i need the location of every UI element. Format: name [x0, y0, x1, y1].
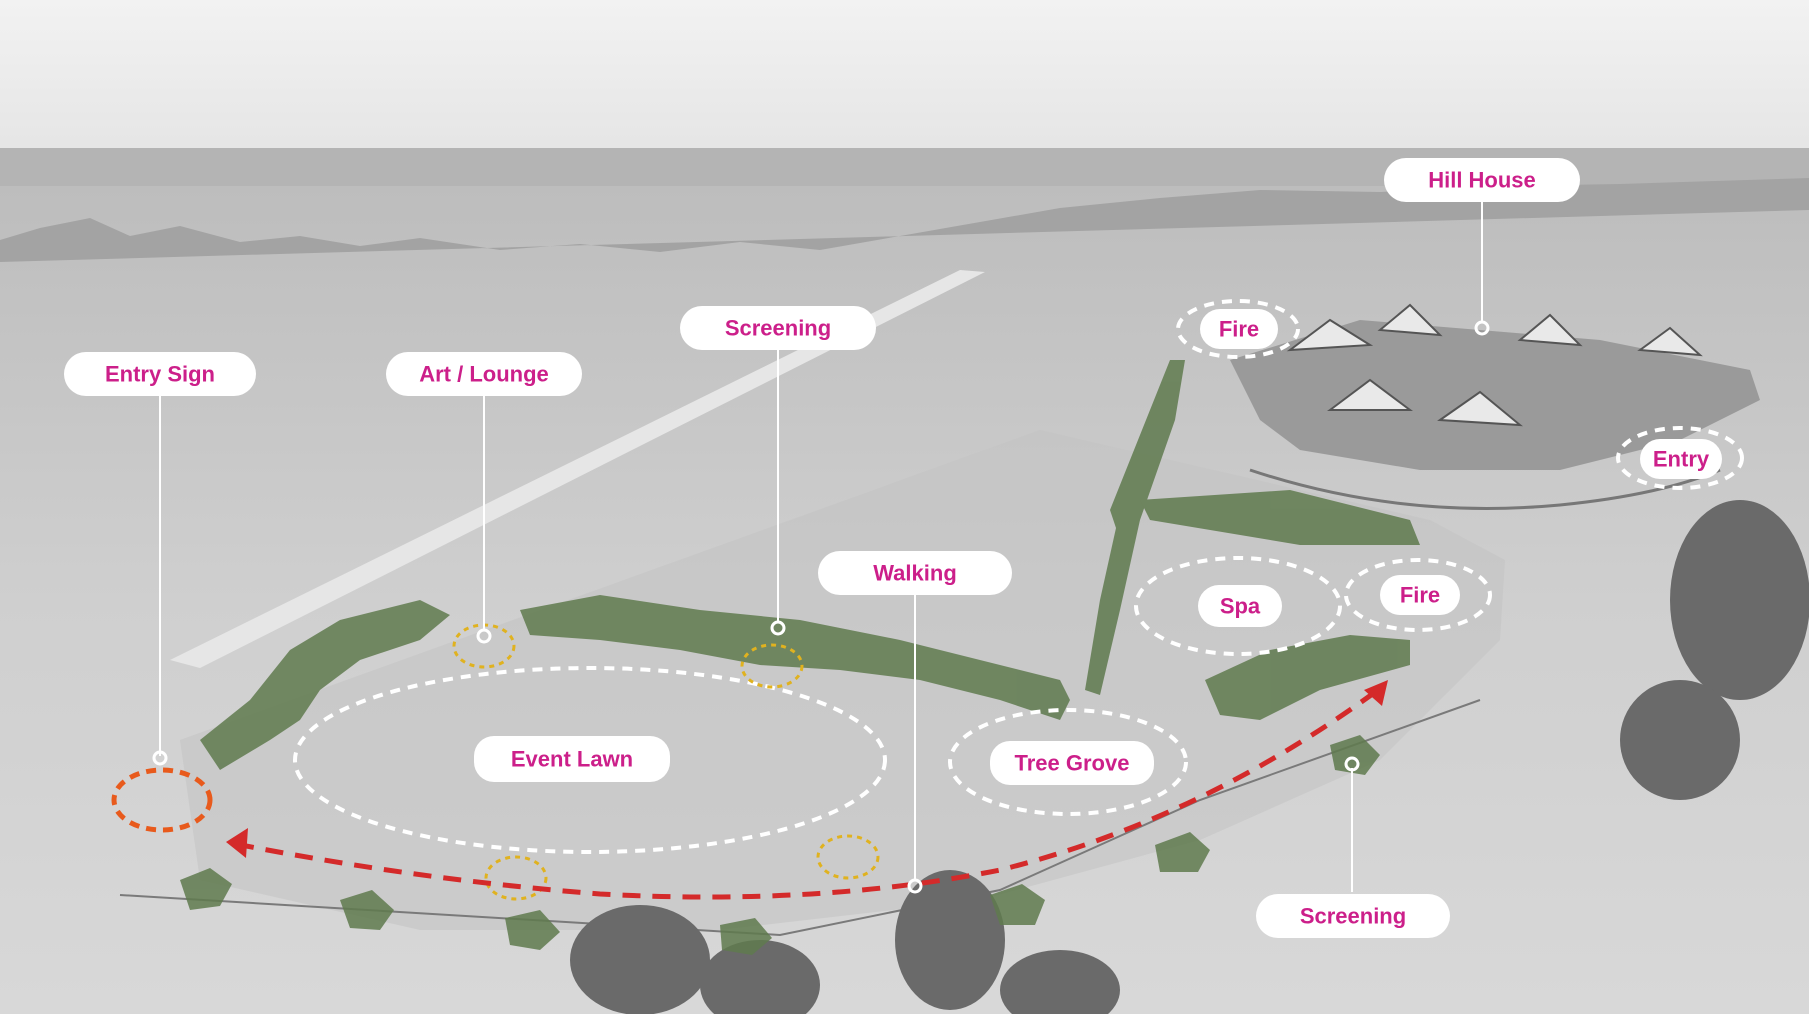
art-lounge-outline — [484, 855, 548, 901]
event-lawn-label: Event Lawn — [474, 736, 670, 782]
svg-text:Fire: Fire — [1400, 583, 1440, 608]
arrow-icon — [1364, 680, 1388, 706]
svg-text:Tree Grove: Tree Grove — [1015, 751, 1130, 776]
screening-vegetation — [180, 360, 1420, 955]
site-pad — [180, 430, 1505, 930]
art-lounge-outline — [740, 643, 804, 689]
tree-grove-label: Tree Grove — [990, 741, 1154, 785]
svg-text:Hill House: Hill House — [1428, 168, 1536, 193]
svg-text:Screening: Screening — [1300, 904, 1406, 929]
hill-house-label: Hill House — [1384, 158, 1580, 202]
zone-outlines — [111, 299, 1744, 901]
walking-label: Walking — [818, 551, 1012, 595]
fire-north-outline — [1176, 299, 1300, 359]
svg-text:Spa: Spa — [1220, 594, 1261, 619]
fire-spa-outline — [1344, 558, 1492, 632]
arrow-icon — [226, 828, 248, 858]
site-edge — [119, 699, 1481, 937]
entry-house-outline — [1616, 426, 1744, 490]
svg-text:Entry Sign: Entry Sign — [105, 362, 215, 387]
hill-house-buildings — [1230, 303, 1760, 510]
foreground-trees — [570, 500, 1809, 1014]
fire-north-label: Fire — [1200, 309, 1278, 349]
entry-sign-label: Entry Sign — [64, 352, 256, 396]
svg-text:Fire: Fire — [1219, 317, 1259, 342]
event-lawn-outline — [293, 666, 887, 854]
art-lounge-outline — [816, 834, 880, 880]
distant-hills — [0, 178, 1809, 262]
svg-text:Entry: Entry — [1653, 447, 1710, 472]
callout-leaders — [152, 200, 1490, 894]
svg-text:Screening: Screening — [725, 316, 831, 341]
svg-text:Walking: Walking — [873, 561, 957, 586]
fire-spa-label: Fire — [1380, 575, 1460, 615]
svg-text:Art / Lounge: Art / Lounge — [419, 362, 549, 387]
entry-sign-outline — [111, 767, 213, 833]
spa-outline — [1134, 556, 1342, 656]
svg-text:Event Lawn: Event Lawn — [511, 747, 633, 772]
tree-grove-outline — [948, 708, 1188, 816]
entry-house-label: Entry — [1640, 439, 1722, 479]
spa-label: Spa — [1198, 585, 1282, 627]
art-lounge-label: Art / Lounge — [386, 352, 582, 396]
road — [170, 270, 985, 668]
walking-path — [235, 687, 1380, 900]
screening-top-label: Screening — [680, 306, 876, 350]
screening-bottom-label: Screening — [1256, 894, 1450, 938]
